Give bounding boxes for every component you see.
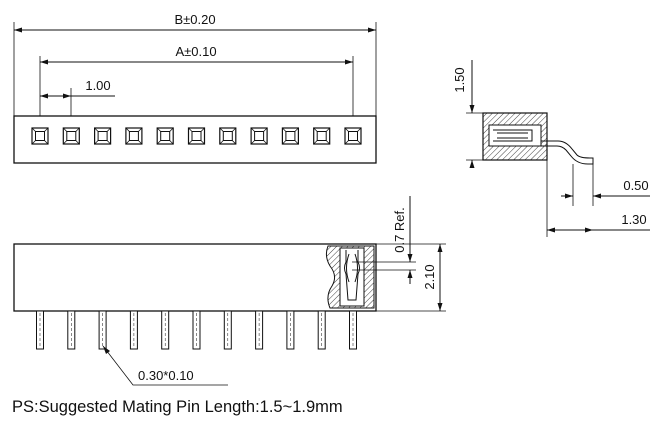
arrow	[547, 227, 555, 233]
arrow	[593, 193, 601, 199]
pin-cell	[31, 127, 49, 145]
contact-spring	[344, 250, 360, 301]
contact-cavity	[339, 247, 365, 307]
arrow	[40, 93, 48, 99]
pins	[36, 310, 357, 350]
pin-cell	[313, 127, 331, 145]
dim-overall-length: B±0.20	[174, 12, 215, 27]
pin-cell	[281, 127, 299, 145]
dim-reference: 0.7 Ref.	[392, 207, 407, 253]
pin	[286, 310, 295, 350]
pin-cell	[125, 127, 143, 145]
pin-cell	[250, 127, 268, 145]
front-view-body	[13, 243, 377, 312]
mating-pin-note: PS:Suggested Mating Pin Length:1.5~1.9mm	[12, 398, 343, 416]
arrow	[565, 193, 573, 199]
side-cavity	[488, 124, 542, 147]
pin	[317, 310, 326, 350]
pin-cell	[62, 127, 80, 145]
arrow	[469, 160, 475, 168]
pin-cell	[219, 127, 237, 145]
leader-line	[102, 345, 228, 386]
pin-cell	[344, 127, 362, 145]
pin-cell	[187, 127, 206, 145]
front-view: 0.7 Ref. 2.10 0.30*0.10	[13, 196, 446, 386]
arrow	[14, 27, 22, 33]
arrow	[407, 270, 413, 278]
side-contact	[493, 129, 533, 142]
dim-pin-size: 0.30*0.10	[138, 368, 194, 383]
pin	[255, 310, 264, 350]
top-view: B±0.20 A±0.10 1.00	[13, 12, 377, 164]
arrow	[407, 254, 413, 262]
arrow	[40, 59, 48, 65]
dim-side-height: 1.50	[452, 67, 467, 92]
contact-leaf	[346, 253, 358, 283]
pin	[223, 310, 232, 350]
pin-cell	[156, 127, 174, 145]
dim-tail-length: 1.30	[621, 212, 646, 227]
pin	[98, 310, 107, 350]
pin	[161, 310, 170, 350]
arrow	[63, 93, 71, 99]
arrow	[437, 303, 443, 311]
arrow	[345, 59, 353, 65]
pin	[192, 310, 201, 350]
dim-body-height: 2.10	[422, 264, 437, 289]
pin	[349, 310, 357, 350]
pin	[67, 310, 76, 350]
arrow	[585, 227, 593, 233]
arrow	[368, 27, 376, 33]
pin-cells	[31, 127, 362, 145]
dim-pitch: 1.00	[85, 78, 110, 93]
side-view: 1.50 0.50 1.30	[452, 60, 650, 237]
arrow	[437, 244, 443, 252]
side-tail	[541, 140, 594, 165]
arrow	[103, 346, 110, 354]
dim-tail-offset: 0.50	[623, 178, 648, 193]
side-contact-inner	[497, 132, 528, 139]
arrow	[469, 105, 475, 113]
pin-cell	[93, 127, 112, 145]
dim-pin-span: A±0.10	[175, 44, 216, 59]
pin	[129, 310, 138, 350]
pin	[36, 310, 44, 350]
